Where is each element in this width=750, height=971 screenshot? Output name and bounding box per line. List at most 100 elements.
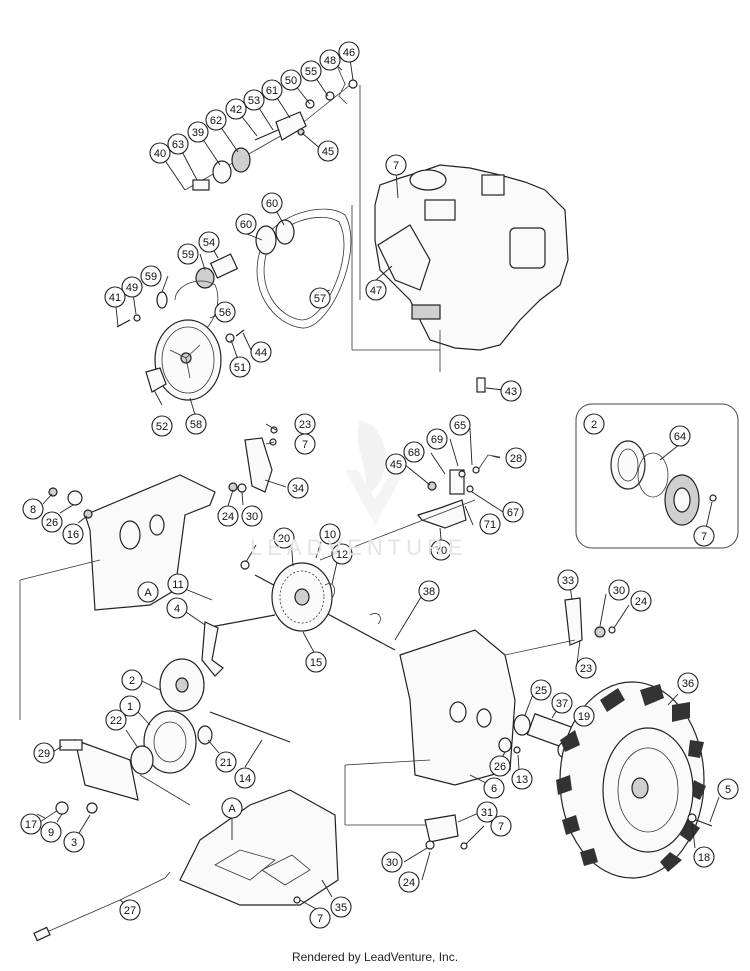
- callout-29: 29: [33, 742, 55, 764]
- callout-60b-label: 60: [240, 219, 252, 231]
- callout-39: 39: [187, 121, 209, 143]
- callout-9: 9: [40, 821, 62, 843]
- callout-8: 8: [22, 498, 44, 520]
- callout-6: 6: [483, 777, 505, 799]
- callout-13: 13: [511, 768, 533, 790]
- callout-44: 44: [250, 341, 272, 363]
- callout-24b-label: 24: [635, 596, 647, 608]
- callout-18-label: 18: [698, 852, 710, 864]
- callout-23a-label: 23: [299, 419, 311, 431]
- callout-35-label: 35: [335, 902, 347, 914]
- callout-7e-label: 7: [317, 913, 323, 925]
- callout-17-label: 17: [25, 819, 37, 831]
- auger-housing-35-part: [179, 789, 339, 906]
- callout-45b-label: 45: [390, 459, 402, 471]
- callout-52-label: 52: [156, 421, 168, 433]
- bracket-34-part: [244, 437, 273, 493]
- callout-A1: A: [137, 581, 159, 603]
- belt-assembly-group: [116, 67, 358, 401]
- callout-30a-label: 30: [246, 511, 258, 523]
- callout-27-label: 27: [124, 905, 136, 917]
- callout-53-label: 53: [248, 95, 260, 107]
- callout-55-label: 55: [305, 66, 317, 78]
- callout-37: 37: [551, 692, 573, 714]
- callout-68-label: 68: [408, 447, 420, 459]
- callout-1-label: 1: [127, 701, 133, 713]
- callout-24c-label: 24: [403, 877, 415, 889]
- callout-45b: 45: [385, 453, 407, 475]
- callout-26a: 26: [41, 511, 63, 533]
- callout-7d-label: 7: [498, 821, 504, 833]
- callout-7b-label: 7: [701, 531, 707, 543]
- callout-56-label: 56: [219, 307, 231, 319]
- callout-14-label: 14: [239, 773, 251, 785]
- callout-70: 70: [430, 539, 452, 561]
- callout-15-label: 15: [310, 657, 322, 669]
- callout-60a-label: 60: [266, 198, 278, 210]
- callout-31-label: 31: [481, 807, 493, 819]
- callout-4-label: 4: [174, 603, 180, 615]
- callout-52: 52: [151, 415, 173, 437]
- callout-9-label: 9: [48, 827, 54, 839]
- callout-18: 18: [693, 846, 715, 868]
- callout-40: 40: [149, 142, 171, 164]
- callout-30c: 30: [381, 851, 403, 873]
- callout-3-label: 3: [71, 837, 77, 849]
- callout-29-label: 29: [38, 748, 50, 760]
- callout-5: 5: [717, 778, 739, 800]
- callout-59a: 59: [177, 243, 199, 265]
- callout-5-label: 5: [725, 784, 731, 796]
- engine-group: [351, 85, 569, 393]
- footer-credit: Rendered by LeadVenture, Inc.: [291, 950, 459, 964]
- callout-7a: 7: [385, 154, 407, 176]
- callout-11: 11: [167, 573, 189, 595]
- callout-23a: 23: [294, 413, 316, 435]
- bracket-61-part: [275, 111, 307, 141]
- callout-41-label: 41: [109, 292, 121, 304]
- callout-8-label: 8: [30, 504, 36, 516]
- callout-23b: 23: [575, 657, 597, 679]
- callout-24b: 24: [630, 590, 652, 612]
- callout-46: 46: [338, 41, 360, 63]
- callout-33: 33: [557, 569, 579, 591]
- watermark-text: LEADVENTURE: [250, 535, 468, 560]
- callout-34-label: 34: [292, 483, 304, 495]
- callout-31: 31: [476, 801, 498, 823]
- callout-58: 58: [185, 413, 207, 435]
- callout-25-label: 25: [535, 685, 547, 697]
- callout-16-label: 16: [67, 529, 79, 541]
- callout-A2: A: [221, 797, 243, 819]
- callout-33-label: 33: [562, 575, 574, 587]
- frame-group: [19, 426, 278, 720]
- frame-leaders: [42, 423, 287, 563]
- callout-24a: 24: [217, 505, 239, 527]
- engine-part: [374, 164, 569, 351]
- bracket-31-part: [424, 814, 459, 843]
- callout-34: 34: [287, 477, 309, 499]
- callout-60a: 60: [261, 192, 283, 214]
- callout-26b: 26: [489, 755, 511, 777]
- wheel-group: [556, 681, 713, 879]
- ring-2-part: [610, 440, 646, 490]
- callout-56: 56: [214, 301, 236, 323]
- callout-43: 43: [500, 380, 522, 402]
- callout-26a-label: 26: [46, 517, 58, 529]
- spacer-54-part: [209, 253, 239, 279]
- callout-38-label: 38: [423, 586, 435, 598]
- callout-25: 25: [530, 679, 552, 701]
- callout-48-label: 48: [324, 55, 336, 67]
- callout-10: 10: [319, 523, 341, 545]
- callout-A1-label: A: [144, 587, 152, 599]
- washer-63-part: [192, 179, 210, 191]
- callout-51-label: 51: [234, 362, 246, 374]
- callout-54-label: 54: [203, 237, 215, 249]
- chute-47-part: [377, 224, 431, 291]
- callout-7e: 7: [309, 907, 331, 929]
- callout-22-label: 22: [110, 715, 122, 727]
- callout-53: 53: [243, 89, 265, 111]
- callout-57-label: 57: [314, 293, 326, 305]
- callout-47-label: 47: [370, 285, 382, 297]
- callout-30b: 30: [608, 579, 630, 601]
- callout-27: 27: [119, 899, 141, 921]
- callout-37-label: 37: [556, 698, 568, 710]
